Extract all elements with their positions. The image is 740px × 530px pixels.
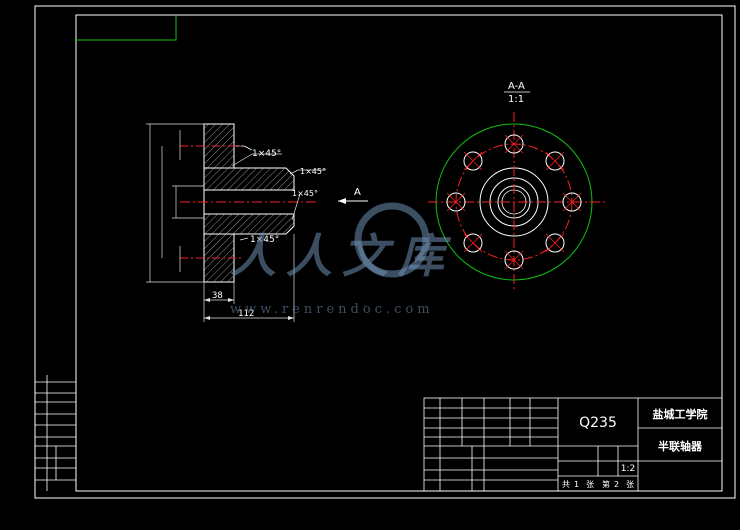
view-arrow-a: A xyxy=(338,187,368,204)
sheet-count: 共 1 张 第 2 张 xyxy=(562,479,634,489)
chamfer-label-3: 1×45° xyxy=(292,189,318,198)
length-flange-label: 38 xyxy=(212,291,223,301)
chamfer-label-1: 1×45° xyxy=(252,149,281,159)
watermark-text: 人人文库 xyxy=(230,229,454,283)
section-aa-view: A-A 1:1 xyxy=(428,81,606,292)
material-label: Q235 xyxy=(579,415,617,431)
chamfer-label-4: 1×45° xyxy=(250,235,279,245)
svg-text:第: 第 xyxy=(602,479,610,489)
svg-text:A: A xyxy=(354,187,361,198)
title-block xyxy=(423,397,723,492)
svg-text:2: 2 xyxy=(614,480,619,489)
watermark-url: www.renrendoc.com xyxy=(230,302,434,317)
vertical-dimensions xyxy=(146,123,204,283)
section-scale: 1:1 xyxy=(508,94,524,105)
part-name: 半联轴器 xyxy=(658,439,703,453)
svg-text:张: 张 xyxy=(586,480,594,489)
chamfer-label-2: 1×45° xyxy=(300,167,326,176)
outer-frame xyxy=(34,5,736,499)
svg-text:共: 共 xyxy=(562,480,570,489)
hub-upper-section xyxy=(203,167,295,191)
side-section-view: 1×45° 1×45° 1×45° 1×45° 112 38 xyxy=(146,123,326,322)
section-label: A-A xyxy=(508,81,525,92)
svg-text:1: 1 xyxy=(574,480,579,489)
binding-strip xyxy=(35,375,76,491)
school-name: 盐城工学院 xyxy=(653,407,708,421)
bolt-holes xyxy=(446,134,582,270)
corner-box xyxy=(76,15,177,41)
watermark: 人人文库 www.renrendoc.com xyxy=(230,202,454,317)
svg-text:张: 张 xyxy=(626,480,634,489)
length-overall-label: 112 xyxy=(238,309,254,319)
inner-frame xyxy=(75,14,723,492)
scale-value: 1:2 xyxy=(621,464,635,474)
